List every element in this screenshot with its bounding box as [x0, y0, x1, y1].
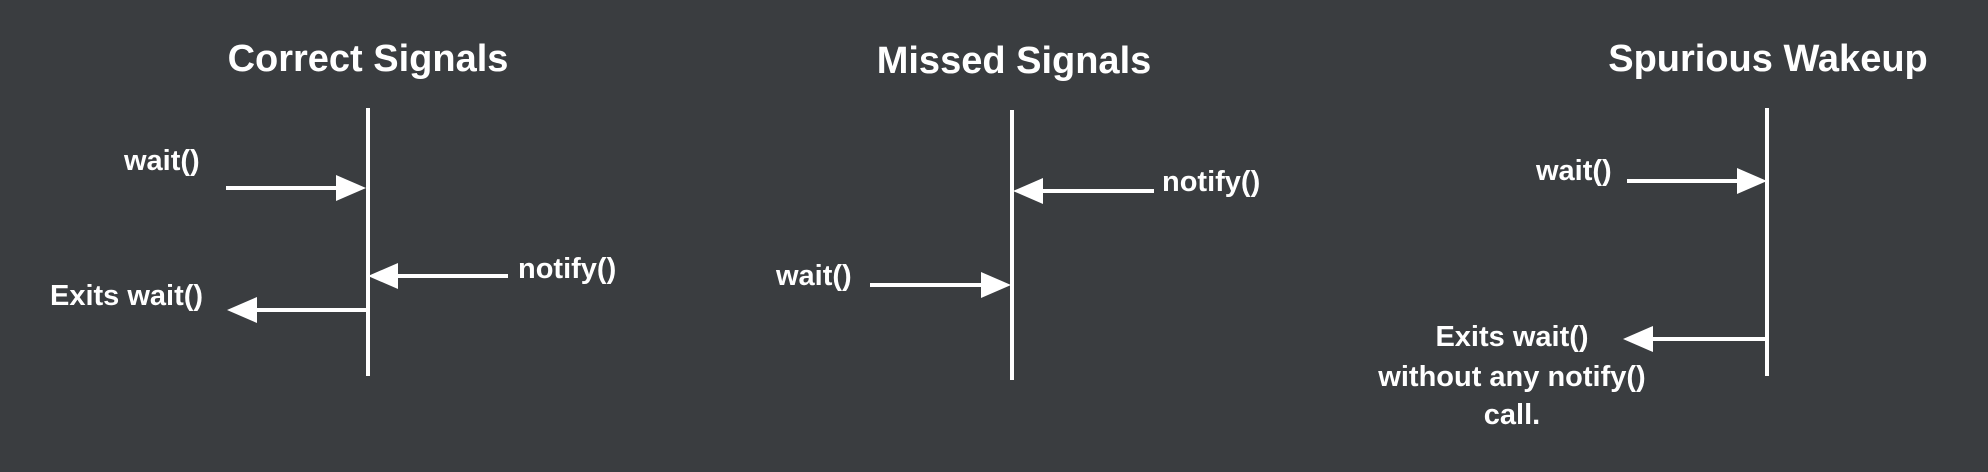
exits-wait-arrow — [1623, 326, 1765, 352]
exits-wait-label-line-2: without any notify() — [1377, 361, 1645, 393]
notify-arrow — [1013, 178, 1154, 204]
panel-spurious-wakeup: Spurious Wakeup wait() Exits wait() with… — [1377, 38, 1927, 431]
panel-title: Correct Signals — [228, 38, 509, 80]
exits-wait-arrow — [227, 297, 368, 323]
wait-arrow — [226, 175, 366, 201]
exits-wait-label: Exits wait() — [50, 280, 203, 312]
notify-label: notify() — [1162, 166, 1260, 198]
notify-label: notify() — [518, 253, 616, 285]
panel-correct-signals: Correct Signals wait() notify() Exits wa… — [50, 38, 616, 376]
panel-title: Missed Signals — [877, 40, 1152, 82]
exits-wait-label: Exits wait() — [1435, 321, 1588, 353]
wait-arrow — [1627, 168, 1767, 194]
panel-missed-signals: Missed Signals notify() wait() — [775, 40, 1260, 380]
panel-title: Spurious Wakeup — [1608, 38, 1928, 80]
wait-label: wait() — [1535, 155, 1612, 187]
exits-wait-label-line-3: call. — [1484, 399, 1540, 431]
wait-arrow — [870, 272, 1011, 298]
wait-label: wait() — [123, 145, 200, 177]
notify-arrow — [368, 263, 508, 289]
wait-label: wait() — [775, 260, 852, 292]
